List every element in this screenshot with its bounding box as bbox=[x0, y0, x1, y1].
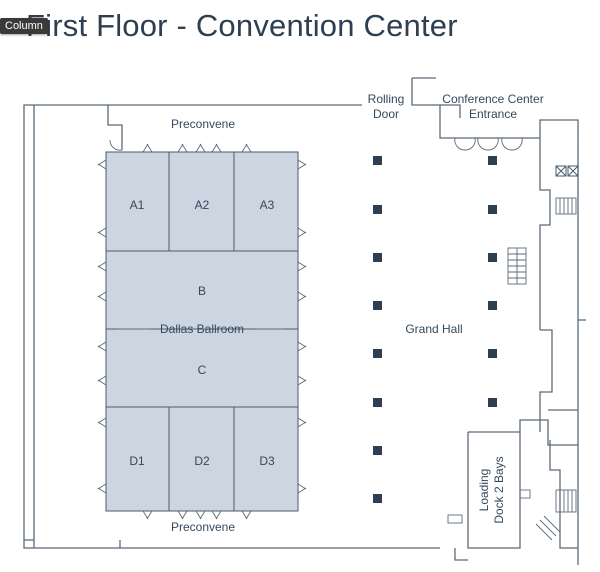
room-d2 bbox=[168, 406, 235, 512]
column-marker[interactable] bbox=[488, 349, 497, 358]
doors bbox=[97, 137, 523, 520]
grand-hall-label: Grand Hall bbox=[405, 322, 462, 336]
column-marker[interactable] bbox=[373, 494, 382, 503]
ballroom-rooms bbox=[105, 151, 299, 512]
column-marker[interactable] bbox=[373, 301, 382, 310]
room-a2 bbox=[168, 151, 235, 252]
conference-entrance-label: Entrance bbox=[469, 107, 517, 121]
room-d3-label: D3 bbox=[259, 454, 275, 468]
column-marker[interactable] bbox=[373, 253, 382, 262]
room-a3 bbox=[233, 151, 299, 252]
stairs bbox=[447, 197, 577, 541]
preconvene-top-label: Preconvene bbox=[171, 117, 235, 131]
room-c bbox=[105, 328, 299, 408]
preconvene-bottom-label: Preconvene bbox=[171, 520, 235, 534]
column-marker[interactable] bbox=[488, 398, 497, 407]
room-a3-label: A3 bbox=[260, 198, 275, 212]
room-a1 bbox=[105, 151, 170, 252]
room-a1-label: A1 bbox=[130, 198, 145, 212]
conference-entrance-label: Conference Center bbox=[442, 92, 543, 106]
room-c-label: C bbox=[198, 363, 207, 377]
room-d2-label: D2 bbox=[194, 454, 210, 468]
column-marker[interactable] bbox=[488, 253, 497, 262]
room-b-label: B bbox=[198, 284, 206, 298]
rolling-door-label: Rolling bbox=[368, 92, 405, 106]
columns bbox=[373, 156, 497, 503]
column-marker[interactable] bbox=[373, 156, 382, 165]
column-tooltip: Column bbox=[0, 18, 48, 34]
page-title: First Floor - Convention Center bbox=[26, 8, 458, 43]
loading-dock-label: Dock 2 Bays bbox=[492, 456, 506, 523]
rolling-door-label: Door bbox=[373, 107, 399, 121]
building-walls bbox=[23, 77, 586, 565]
column-marker[interactable] bbox=[488, 156, 497, 165]
column-marker[interactable] bbox=[488, 301, 497, 310]
room-d1-label: D1 bbox=[129, 454, 145, 468]
column-marker[interactable] bbox=[373, 446, 382, 455]
room-d1 bbox=[105, 406, 170, 512]
elevator-icon bbox=[555, 165, 579, 177]
room-a2-label: A2 bbox=[195, 198, 210, 212]
column-marker[interactable] bbox=[373, 398, 382, 407]
column-marker[interactable] bbox=[373, 349, 382, 358]
column-marker[interactable] bbox=[373, 205, 382, 214]
column-marker[interactable] bbox=[488, 205, 497, 214]
loading-dock-label: Loading bbox=[477, 469, 491, 512]
room-d3 bbox=[233, 406, 299, 512]
map-labels: Rolling Door Conference Center Entrance … bbox=[129, 92, 543, 534]
dallas-ballroom-label: Dallas Ballroom bbox=[160, 322, 244, 336]
room-b bbox=[105, 250, 299, 330]
